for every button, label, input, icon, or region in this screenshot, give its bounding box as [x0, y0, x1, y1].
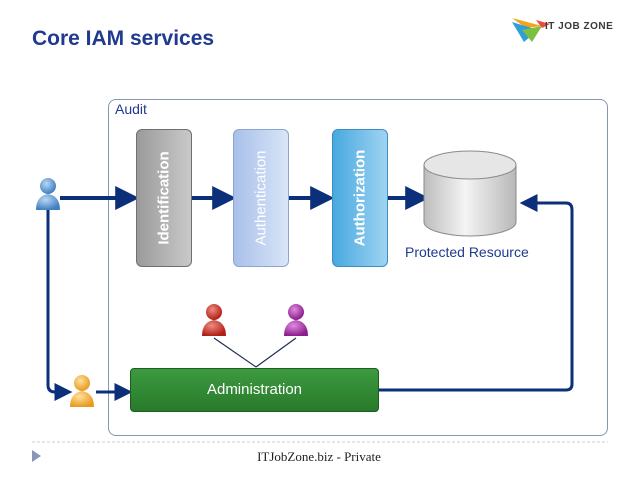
authorization-label: Authorization: [351, 149, 369, 247]
protected-resource-label: Protected Resource: [405, 244, 529, 260]
logo-text: IT JOB ZONE: [545, 21, 614, 32]
admin-connector-left: [213, 337, 257, 368]
admin-connector-right: [255, 337, 297, 368]
stage-identification: Identification: [136, 129, 192, 267]
admin-purple-icon: [284, 304, 308, 336]
administration-box: Administration: [130, 368, 379, 412]
bullet-triangle-icon: [32, 450, 41, 462]
stage-authorization: Authorization: [332, 129, 388, 267]
arrow-user-to-admin-user: [46, 210, 73, 401]
identification-label: Identification: [155, 151, 173, 245]
user-orange-icon: [70, 375, 94, 407]
footer-text: ITJobZone.biz - Private: [257, 449, 381, 464]
user-blue-icon: [36, 178, 60, 210]
administration-label: Administration: [206, 381, 303, 398]
arrow-administration-to-resource: [379, 194, 574, 392]
audit-container: [108, 99, 608, 436]
admin-red-icon: [202, 304, 226, 336]
logo-bird-icon: [512, 18, 550, 42]
database-icon: [423, 150, 517, 237]
slide-title: Core IAM services: [32, 27, 215, 50]
audit-label: Audit: [115, 101, 147, 117]
stage-authentication: Authentication: [233, 129, 289, 267]
authentication-label: Authentication: [252, 150, 270, 246]
